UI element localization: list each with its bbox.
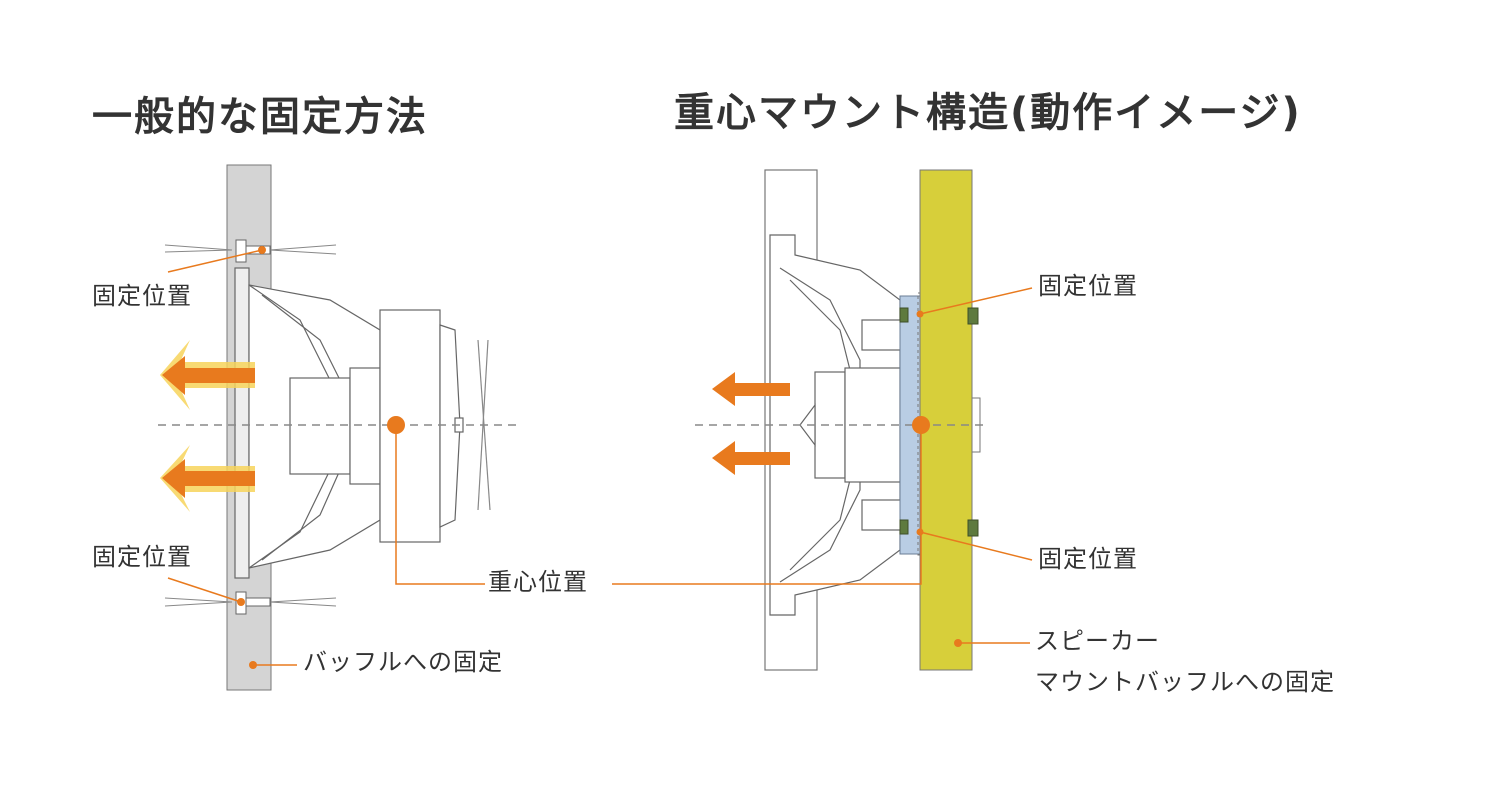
right-mount-baffle	[919, 169, 973, 671]
label-fix-position-left-bottom: 固定位置	[92, 543, 192, 571]
left-top-screw	[164, 239, 337, 263]
left-bottom-screw	[164, 591, 337, 615]
label-speaker-mount-line2: マウントバッフルへの固定	[1035, 668, 1335, 696]
left-fix-leader-top	[167, 249, 263, 273]
left-diagram	[158, 164, 520, 691]
left-cog-leader	[395, 425, 485, 585]
left-fix-leader-bottom	[167, 577, 242, 603]
label-fix-position-right-top: 固定位置	[1038, 272, 1138, 300]
left-speaker	[234, 267, 491, 579]
title-general-method: 一般的な固定方法	[92, 94, 428, 140]
label-fix-position-right-bottom: 固定位置	[1038, 545, 1138, 573]
label-fix-position-left-top: 固定位置	[92, 282, 192, 310]
label-center-of-gravity: 重心位置	[488, 568, 588, 596]
label-baffle-fix: バッフルへの固定	[303, 648, 503, 676]
title-center-mount: 重心マウント構造(動作イメージ)	[674, 90, 1302, 136]
right-vibration-arrows	[712, 372, 790, 475]
right-diagram	[612, 169, 1033, 671]
right-fix-leader-bottom	[919, 531, 1033, 561]
right-screws	[899, 307, 979, 537]
label-speaker-mount-line1: スピーカー	[1035, 627, 1160, 655]
left-vibration-arrows	[160, 340, 255, 512]
right-cog-leader	[612, 425, 922, 585]
right-fix-leader-top	[919, 287, 1033, 315]
